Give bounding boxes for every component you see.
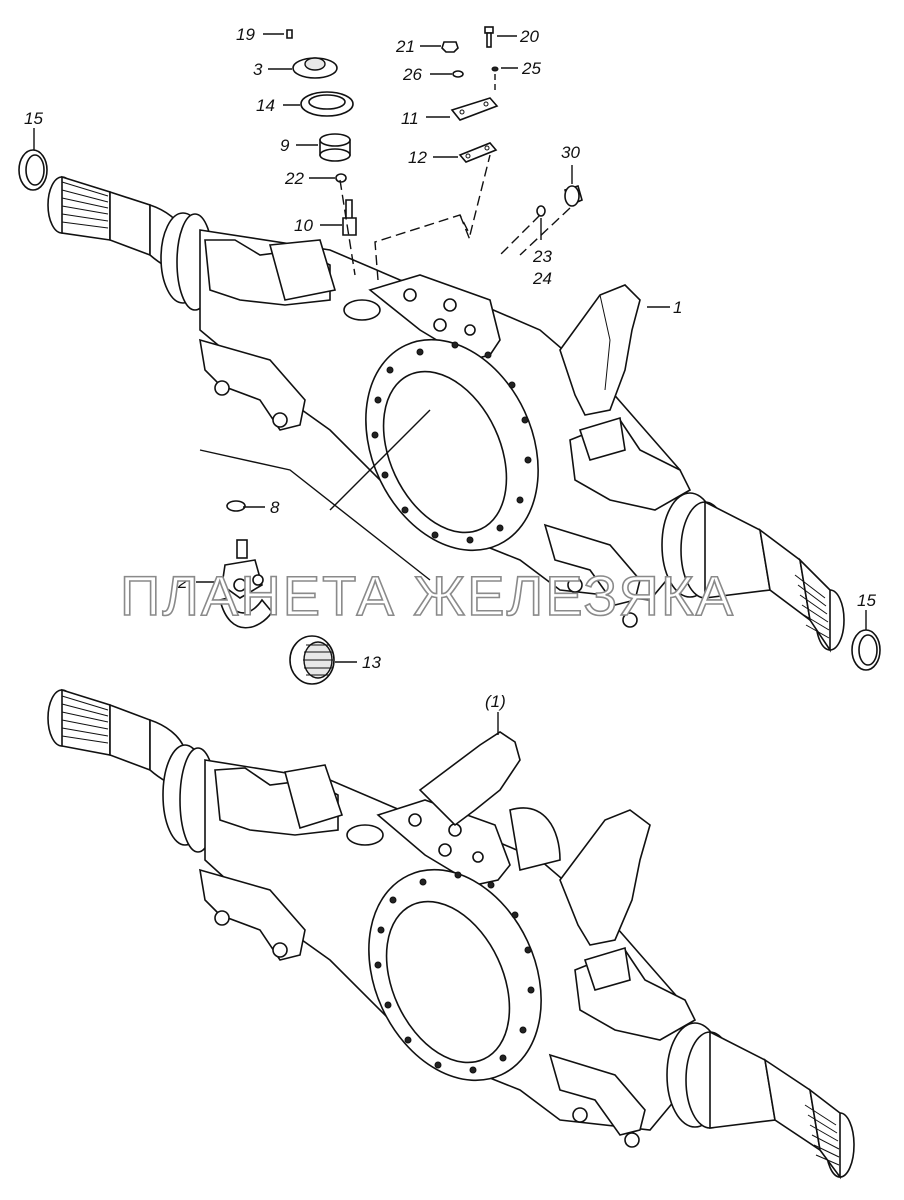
label-10: 10	[294, 216, 313, 235]
part-13-gear	[289, 635, 335, 685]
label-14: 14	[256, 96, 275, 115]
lower-axle-housing	[47, 688, 855, 1180]
label-15-left: 15	[24, 109, 43, 128]
part-12-gasket	[458, 142, 498, 163]
part-19-screw	[286, 29, 293, 39]
label-13: 13	[362, 653, 381, 672]
label-30: 30	[561, 143, 580, 162]
part-2-valve	[219, 539, 273, 629]
label-24: 24	[532, 269, 552, 288]
label-25: 25	[521, 59, 541, 78]
part-3-cover	[292, 57, 338, 79]
label-15-right: 15	[857, 591, 876, 610]
label-23: 23	[532, 247, 552, 266]
label-8: 8	[270, 498, 280, 517]
part-25-washer	[491, 66, 499, 72]
part-15-right-ring	[851, 629, 881, 671]
part-26-washer	[452, 70, 464, 78]
label-9: 9	[280, 136, 290, 155]
part-labels: 19 3 14 9 22 10 21 20 26 25 11 12 30 23 …	[24, 25, 876, 711]
label-11: 11	[401, 109, 419, 128]
label-3: 3	[253, 60, 263, 79]
lower-banjo-ring	[368, 868, 542, 1082]
part-22-ring	[335, 173, 347, 183]
label-26: 26	[402, 65, 422, 84]
part-14-gasket	[300, 91, 354, 117]
part-10-pin	[342, 199, 357, 236]
part-23-ring	[536, 205, 546, 217]
part-30-breather	[563, 184, 583, 207]
part-20-bolt	[484, 26, 494, 48]
part-21-nut	[441, 41, 459, 53]
label-22: 22	[284, 169, 304, 188]
label-1: 1	[673, 298, 682, 317]
part-15-left-ring	[18, 149, 48, 191]
upper-left-shaft	[47, 175, 214, 311]
label-2: 2	[177, 573, 188, 592]
upper-leader-lines	[33, 33, 867, 663]
part-8-ring	[226, 500, 246, 512]
watermark-text: ПЛАНЕТА ЖЕЛЕЗЯКА	[120, 564, 735, 627]
upper-banjo-ring	[365, 338, 539, 552]
label-1-ref: (1)	[485, 692, 506, 711]
lower-left-shaft	[47, 688, 217, 853]
label-12: 12	[408, 148, 427, 167]
upper-right-shaft	[661, 492, 845, 653]
part-9-bushing	[319, 133, 351, 162]
label-21: 21	[395, 37, 415, 56]
label-19: 19	[236, 25, 255, 44]
part-11-plate	[450, 97, 499, 121]
label-20: 20	[519, 27, 539, 46]
upper-axle-housing	[47, 175, 845, 653]
lower-right-shaft	[666, 1022, 855, 1180]
